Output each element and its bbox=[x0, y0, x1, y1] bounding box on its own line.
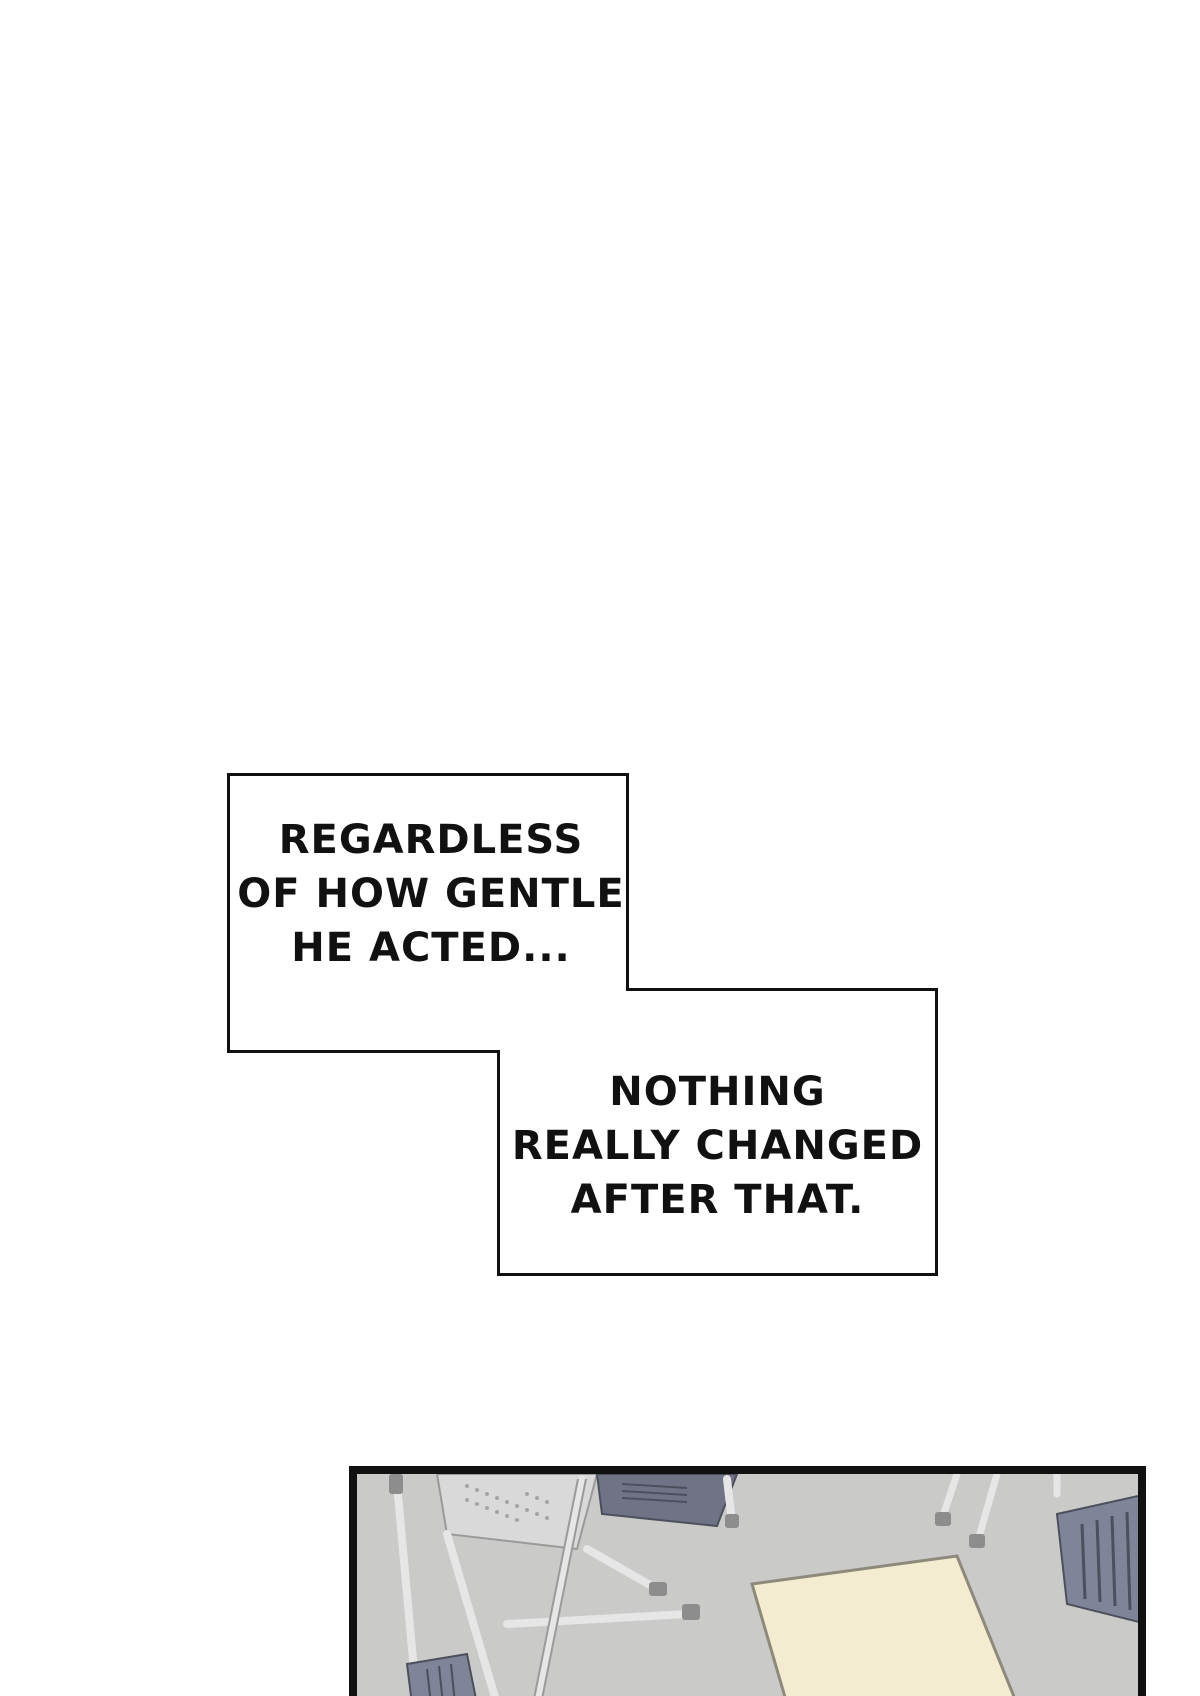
chair-right bbox=[1055, 1494, 1138, 1623]
caption-box-2: NOTHING REALLY CHANGED AFTER THAT. bbox=[497, 988, 938, 1276]
chair-left-back bbox=[435, 1474, 599, 1551]
leg-caps bbox=[389, 1474, 739, 1620]
right-leg-caps bbox=[935, 1512, 985, 1548]
caption-text-2: NOTHING REALLY CHANGED AFTER THAT. bbox=[511, 1069, 924, 1223]
caption-box-1-border-right bbox=[626, 776, 629, 991]
caption-box-1: REGARDLESS OF HOW GENTLE HE ACTED... bbox=[227, 773, 629, 1053]
classroom-illustration bbox=[357, 1474, 1138, 1696]
chair-right-slats bbox=[1080, 1511, 1132, 1611]
desk-top bbox=[750, 1554, 1016, 1696]
seat-vent bbox=[621, 1483, 688, 1503]
caption-box-1-border-bottom bbox=[230, 1050, 500, 1053]
caption-text-1: REGARDLESS OF HOW GENTLE HE ACTED... bbox=[237, 817, 625, 971]
right-chair-legs bbox=[938, 1474, 1061, 1548]
classroom-panel bbox=[349, 1466, 1146, 1696]
caption-text-1-wrap: REGARDLESS OF HOW GENTLE HE ACTED... bbox=[230, 776, 632, 1056]
